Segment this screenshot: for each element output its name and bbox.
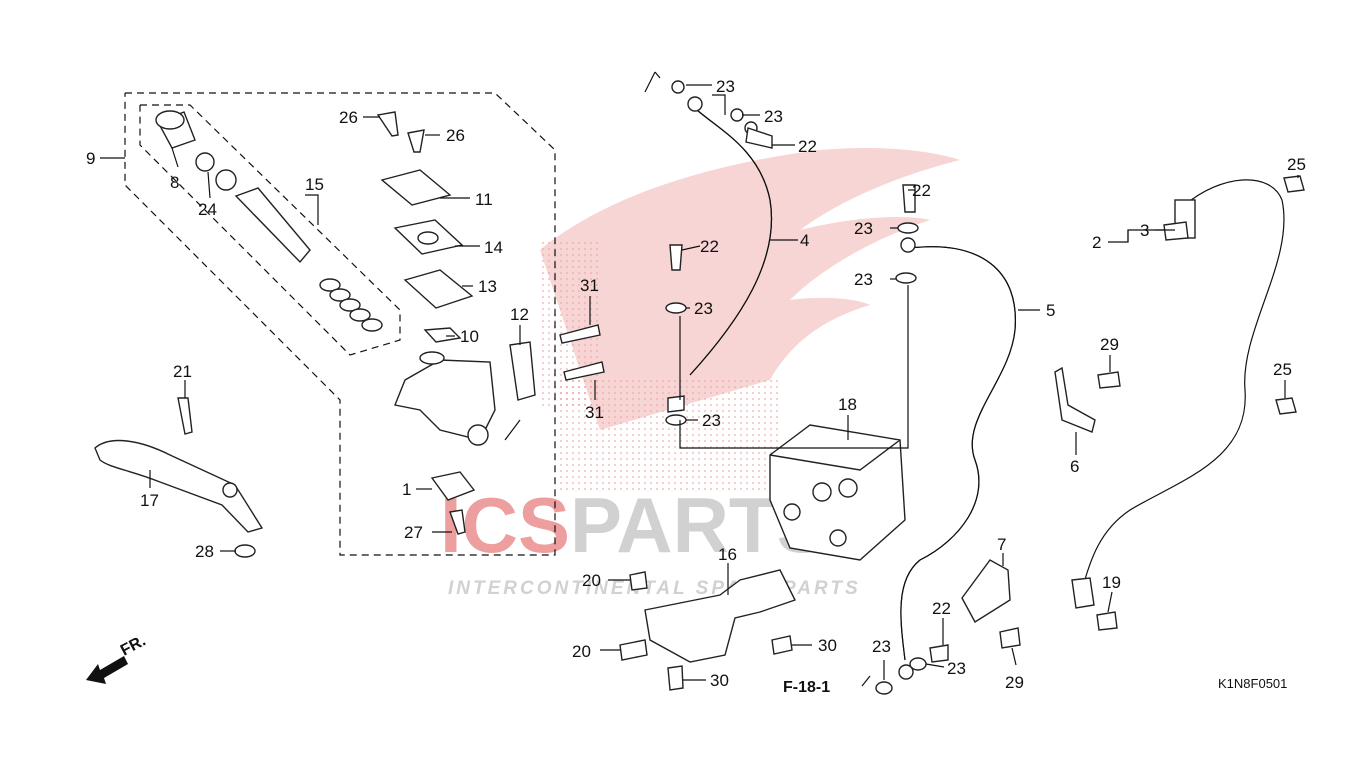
- callout-4[interactable]: 4: [800, 231, 809, 250]
- screw-part: [449, 509, 466, 535]
- callout-20-upper[interactable]: 20: [582, 571, 601, 590]
- master-cylinder-body: [467, 424, 489, 446]
- callout-16[interactable]: 16: [718, 545, 737, 564]
- bracket-part: [644, 569, 796, 663]
- callout-23-c[interactable]: 23: [854, 219, 873, 238]
- callout-25-top[interactable]: 25: [1287, 155, 1306, 174]
- callout-30-a[interactable]: 30: [818, 636, 837, 655]
- leader-lines: [100, 71, 1299, 687]
- sensor-cable-group: [1071, 175, 1305, 609]
- hardware-group: [619, 80, 1121, 695]
- banjo-fitting: [687, 96, 703, 112]
- callout-11[interactable]: 11: [475, 190, 493, 209]
- callout-23-h[interactable]: 23: [947, 659, 966, 678]
- screw-part: [376, 111, 399, 137]
- front-direction-arrow: FR.: [86, 632, 149, 684]
- diaphragm-plate-part: [417, 231, 439, 245]
- callout-23-f[interactable]: 23: [702, 411, 721, 430]
- watermark-dot-field: [540, 240, 600, 410]
- callout-31-b[interactable]: 31: [585, 403, 604, 422]
- stay-part: [1054, 366, 1096, 433]
- callout-22-mid[interactable]: 22: [700, 237, 719, 256]
- callout-13[interactable]: 13: [478, 277, 497, 296]
- callout-7[interactable]: 7: [997, 535, 1006, 554]
- cable-clamp-part: [1283, 175, 1305, 193]
- callout-20-lower[interactable]: 20: [572, 642, 591, 661]
- callout-14[interactable]: 14: [484, 238, 503, 257]
- nut-part: [234, 544, 256, 558]
- callout-26-a[interactable]: 26: [339, 108, 358, 127]
- callout-12[interactable]: 12: [510, 305, 529, 324]
- callout-23-e[interactable]: 23: [694, 299, 713, 318]
- banjo-fitting: [900, 237, 916, 253]
- callout-22-lower[interactable]: 22: [932, 599, 951, 618]
- master-cylinder-group: [155, 110, 605, 535]
- callout-15[interactable]: 15: [305, 175, 324, 194]
- clip-part: [423, 327, 462, 343]
- callout-26-b[interactable]: 26: [446, 126, 465, 145]
- brake-lever-part: [94, 439, 264, 533]
- callout-31-a[interactable]: 31: [580, 276, 599, 295]
- assembly-outline: [124, 92, 556, 556]
- callout-8[interactable]: 8: [170, 173, 179, 192]
- callout-30-b[interactable]: 30: [710, 671, 729, 690]
- callout-23-a[interactable]: 23: [716, 77, 735, 96]
- callout-29-lower[interactable]: 29: [1005, 673, 1024, 692]
- washer-part: [215, 169, 237, 191]
- abs-modulator-part: [769, 424, 906, 561]
- callout-22-right[interactable]: 22: [912, 181, 931, 200]
- hose-group: [687, 96, 1016, 680]
- callout-10[interactable]: 10: [460, 327, 479, 346]
- callout-18[interactable]: 18: [838, 395, 857, 414]
- callout-23-b[interactable]: 23: [764, 107, 783, 126]
- callout-23-g[interactable]: 23: [872, 637, 891, 656]
- watermark-tagline: INTERCONTINENTAL SPARE PARTS: [448, 578, 861, 599]
- callout-5[interactable]: 5: [1046, 301, 1055, 320]
- piston-part: [234, 187, 311, 264]
- diaphragm-part: [403, 269, 474, 309]
- callout-3[interactable]: 3: [1140, 221, 1149, 240]
- callout-28[interactable]: 28: [195, 542, 214, 561]
- direction-label: FR.: [118, 632, 149, 659]
- connector-part: [1163, 221, 1189, 241]
- callout-21[interactable]: 21: [173, 362, 192, 381]
- callout-27[interactable]: 27: [404, 523, 423, 542]
- callout-25-lower[interactable]: 25: [1273, 360, 1292, 379]
- callout-29-top[interactable]: 29: [1100, 335, 1119, 354]
- callout-1[interactable]: 1: [402, 480, 411, 499]
- diagram-code: K1N8F0501: [1218, 676, 1287, 691]
- lever-group: [94, 397, 264, 558]
- callouts: 1 2 3 4 5 6 7 8 9 10 11 12 13 14 15 16 1…: [86, 77, 1306, 692]
- banjo-fitting: [898, 664, 914, 680]
- stay-part: [961, 559, 1011, 623]
- holder-part: [509, 341, 536, 401]
- arrow-icon: [86, 656, 128, 684]
- reference-label[interactable]: F-18-1: [783, 679, 830, 696]
- callout-23-d[interactable]: 23: [854, 270, 873, 289]
- watermark-wing-shape: [540, 148, 960, 430]
- reservoir-cap-part: [380, 169, 452, 206]
- bolt-part: [559, 324, 601, 344]
- callout-17[interactable]: 17: [140, 491, 159, 510]
- callout-9[interactable]: 9: [86, 149, 95, 168]
- wheel-sensor-part: [1071, 577, 1095, 609]
- bolt-part: [563, 361, 605, 381]
- spring-part: [319, 278, 383, 332]
- screw-part: [407, 129, 425, 153]
- stop-switch-part: [430, 471, 476, 501]
- boot-part: [155, 110, 185, 130]
- circlip-part: [195, 152, 215, 172]
- cable-clamp-part: [1275, 397, 1297, 415]
- callout-2[interactable]: 2: [1092, 233, 1101, 252]
- callout-6[interactable]: 6: [1070, 457, 1079, 476]
- callout-22-top[interactable]: 22: [798, 137, 817, 156]
- callout-24[interactable]: 24: [198, 200, 217, 219]
- brake-lever-part: [222, 482, 238, 498]
- callout-19[interactable]: 19: [1102, 573, 1121, 592]
- pivot-bolt-part: [177, 397, 193, 435]
- master-cylinder-body: [419, 351, 445, 365]
